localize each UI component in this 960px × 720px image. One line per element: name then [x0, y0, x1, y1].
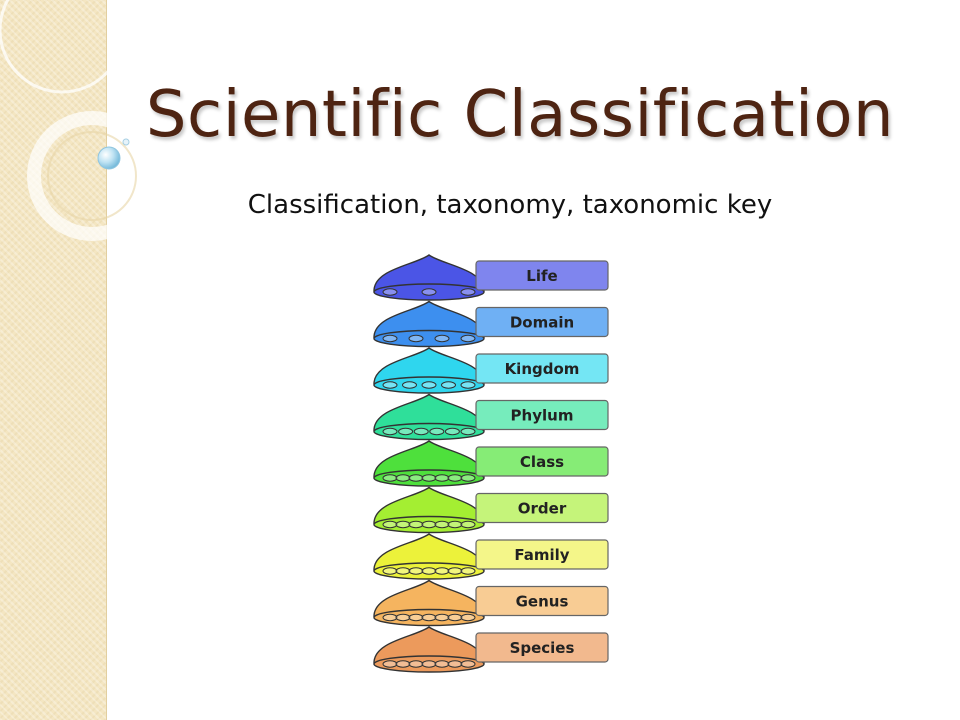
- disc-oval: [395, 520, 411, 529]
- disc-oval: [421, 381, 437, 389]
- disc-oval: [460, 613, 476, 622]
- disc-oval: [429, 427, 445, 436]
- disc-oval: [460, 660, 476, 668]
- level-label-box: [475, 539, 609, 570]
- level-disc: [373, 562, 485, 580]
- decorative-side-band: [0, 0, 157, 720]
- level-label-box: [475, 492, 609, 524]
- disc-oval: [408, 660, 424, 668]
- disc-oval: [460, 567, 476, 575]
- level-label: Phylum: [511, 407, 574, 425]
- level-label-box: [475, 353, 609, 384]
- level-label-box: [475, 585, 609, 617]
- level-label: Class: [520, 453, 564, 471]
- level-disc: [373, 422, 485, 441]
- hierarchy-level-species: Species: [373, 626, 609, 673]
- level-disc: [373, 376, 485, 394]
- level-label-box: [475, 632, 609, 663]
- disc-oval: [421, 288, 437, 296]
- hierarchy-levels: LifeDomainKingdomPhylumClassOrderFamilyG…: [373, 254, 609, 673]
- level-disc: [373, 469, 485, 487]
- disc-oval: [382, 288, 398, 296]
- disc-oval: [382, 613, 398, 622]
- disc-oval: [408, 334, 424, 343]
- disc-oval: [447, 520, 463, 529]
- disc-oval: [382, 381, 398, 389]
- disc-oval: [447, 613, 463, 622]
- disc-oval: [447, 567, 463, 575]
- level-disc: [373, 329, 485, 348]
- disc-oval: [421, 660, 437, 668]
- disc-oval: [382, 474, 398, 482]
- disc-oval: [434, 334, 450, 343]
- disc-oval: [421, 567, 437, 575]
- slide-title: Scientific Classification: [145, 78, 895, 152]
- level-label: Species: [510, 639, 575, 657]
- level-label-box: [475, 446, 609, 477]
- small-bubble-icon: [122, 138, 130, 146]
- disc-oval: [382, 660, 398, 668]
- slide-subtitle: Classification, taxonomy, taxonomic key: [247, 190, 773, 220]
- disc-oval: [460, 381, 476, 389]
- disc-oval: [460, 288, 476, 296]
- disc-oval: [434, 474, 450, 482]
- level-label-box: [475, 399, 609, 431]
- bubble-decor: [97, 138, 130, 170]
- hierarchy-level-class: Class: [373, 440, 609, 487]
- disc-oval: [434, 567, 450, 575]
- disc-oval: [395, 567, 411, 575]
- level-label: Family: [514, 546, 569, 564]
- hierarchy-level-kingdom: Kingdom: [373, 347, 609, 394]
- disc-oval: [408, 567, 424, 575]
- disc-oval: [382, 427, 398, 436]
- disc-oval: [421, 613, 437, 622]
- disc-oval: [447, 474, 463, 482]
- level-disc: [373, 655, 485, 673]
- disc-oval: [395, 613, 411, 622]
- level-label-box: [475, 306, 609, 338]
- disc-oval: [460, 334, 476, 343]
- level-label: Kingdom: [505, 360, 580, 378]
- disc-oval: [434, 613, 450, 622]
- hierarchy-level-phylum: Phylum: [373, 393, 609, 441]
- disc-oval: [460, 427, 476, 436]
- disc-oval: [434, 520, 450, 529]
- disc-oval: [421, 520, 437, 529]
- level-label: Domain: [510, 314, 574, 332]
- disc-oval: [460, 520, 476, 529]
- bubble-icon: [97, 146, 121, 170]
- disc-oval: [408, 474, 424, 482]
- disc-oval: [382, 567, 398, 575]
- level-disc: [373, 608, 485, 627]
- hierarchy-level-order: Order: [373, 486, 609, 534]
- disc-oval: [398, 427, 414, 436]
- disc-oval: [434, 660, 450, 668]
- level-label: Genus: [516, 593, 569, 611]
- disc-oval: [460, 474, 476, 482]
- level-disc: [373, 283, 485, 301]
- disc-oval: [413, 427, 429, 436]
- disc-oval: [447, 660, 463, 668]
- hierarchy-level-domain: Domain: [373, 300, 609, 348]
- decorative-circles: [0, 0, 157, 241]
- hierarchy-level-genus: Genus: [373, 579, 609, 627]
- disc-oval: [402, 381, 417, 389]
- level-label-box: [475, 260, 609, 291]
- hierarchy-level-life: Life: [373, 254, 609, 301]
- level-disc: [373, 515, 485, 534]
- disc-oval: [441, 381, 456, 389]
- disc-oval: [382, 334, 398, 343]
- level-label: Life: [526, 267, 557, 285]
- hierarchy-level-family: Family: [373, 533, 609, 580]
- disc-oval: [444, 427, 460, 436]
- level-label: Order: [518, 500, 567, 518]
- disc-oval: [395, 474, 411, 482]
- disc-oval: [395, 660, 411, 668]
- disc-oval: [382, 520, 398, 529]
- disc-oval: [408, 520, 424, 529]
- disc-oval: [421, 474, 437, 482]
- disc-oval: [408, 613, 424, 622]
